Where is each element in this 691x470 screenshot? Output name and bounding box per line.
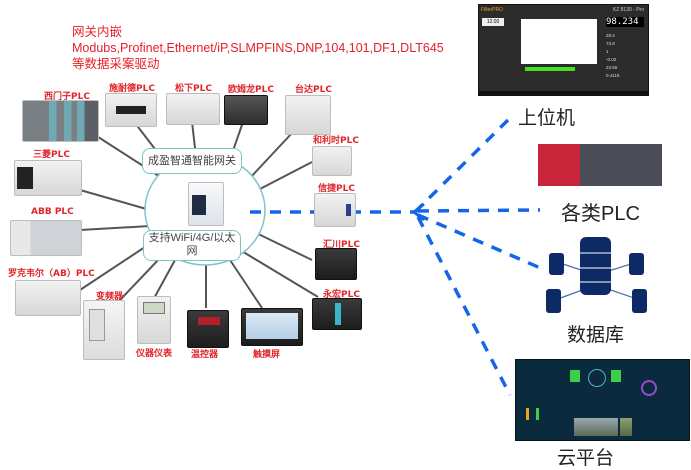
host-computer-screen: FilterPRO KZ 8130 - Pro 12.00 98.234 28.… xyxy=(478,4,649,96)
hub-arrow-icon xyxy=(411,202,425,222)
label-siemens: 西门子PLC xyxy=(44,92,90,102)
temp-controller-image xyxy=(187,310,229,348)
xinje-plc-image xyxy=(314,193,356,227)
label-yonghong: 永宏PLC xyxy=(323,290,360,300)
cloud-donut xyxy=(641,380,657,396)
label-host-computer: 上位机 xyxy=(518,107,576,129)
scada-reading: 0.4119 xyxy=(606,73,620,78)
dash-hub-to-cloud xyxy=(416,216,512,396)
inovance-plc-image xyxy=(315,248,357,280)
label-plc: 各类PLC xyxy=(561,203,640,225)
label-abb: ABB PLC xyxy=(31,207,74,217)
label-mitsubishi: 三菱PLC xyxy=(33,150,70,160)
mitsubishi-plc-image xyxy=(14,160,82,196)
cloud-photo xyxy=(574,418,618,436)
scada-table xyxy=(521,19,597,64)
dash-hub-to-db xyxy=(417,213,546,272)
label-rockwell: 罗克韦尔（AB）PLC xyxy=(8,269,95,279)
scada-reading: 73.8 xyxy=(606,41,615,46)
siemens-plc-image xyxy=(22,100,99,142)
gateway-connectivity-box: 支持WiFi/4G/以太网 xyxy=(143,230,241,261)
scada-main-reading: 98.234 xyxy=(606,17,644,27)
link-abb xyxy=(79,225,151,231)
scada-input: 12.00 xyxy=(482,18,504,26)
scada-reading: -0.02 xyxy=(606,57,617,62)
delta-plc-image xyxy=(285,95,331,135)
label-inverter: 变频器 xyxy=(96,292,124,302)
dash-hub-to-host xyxy=(413,118,510,214)
cloud-dashboard-image xyxy=(515,359,690,441)
scada-brand: FilterPRO xyxy=(481,7,503,13)
rockwell-plc-image xyxy=(15,280,81,316)
cloud-gauge xyxy=(588,369,606,387)
cloud-bar xyxy=(526,408,529,420)
plc-rack-image xyxy=(538,144,662,186)
link-touchscreen xyxy=(229,259,263,309)
cloud-photo xyxy=(620,418,632,436)
scada-taskbar xyxy=(479,91,648,95)
meter-image xyxy=(137,296,171,344)
label-temp-controller: 温控器 xyxy=(191,350,219,360)
cloud-widget xyxy=(611,370,621,382)
touchscreen-image xyxy=(241,308,303,346)
panasonic-plc-image xyxy=(166,93,220,125)
inverter-image xyxy=(83,300,125,360)
label-database: 数据库 xyxy=(567,324,625,346)
gateway-device-image xyxy=(188,182,224,226)
schneider-plc-image xyxy=(105,93,157,127)
label-cloud: 云平台 xyxy=(557,447,615,469)
yonghong-plc-image xyxy=(312,298,362,330)
label-delta: 台达PLC xyxy=(295,85,332,95)
link-yonghong xyxy=(239,249,319,298)
link-inovance xyxy=(249,229,313,261)
link-inverter xyxy=(119,257,161,301)
scada-readings: 28.4 73.8 1 -0.02 23.55 0.4119 xyxy=(606,32,634,80)
label-omron: 欧姆龙PLC xyxy=(228,85,274,95)
omron-plc-image xyxy=(224,95,268,125)
label-meter: 仪器仪表 xyxy=(136,349,173,359)
gateway-name-box: 成盈智通智能网关 xyxy=(142,148,242,174)
dash-hub-to-plc xyxy=(417,208,541,213)
label-panasonic: 松下PLC xyxy=(175,84,212,94)
link-mitsubishi xyxy=(79,189,151,211)
link-meter xyxy=(151,259,176,303)
label-xinje: 信捷PLC xyxy=(318,184,355,194)
scada-model: KZ 8130 - Pro xyxy=(612,7,644,13)
link-rockwell xyxy=(79,244,149,291)
scada-progress xyxy=(525,67,575,71)
abb-plc-image xyxy=(10,220,82,256)
label-schneider: 施耐德PLC xyxy=(109,84,155,94)
cloud-widget xyxy=(570,370,580,382)
scada-reading: 28.4 xyxy=(606,33,615,38)
link-hollysys xyxy=(257,161,313,191)
scada-reading: 1 xyxy=(606,49,609,54)
hollysys-plc-image xyxy=(312,146,352,176)
link-delta xyxy=(249,131,294,179)
label-inovance: 汇川PLC xyxy=(323,240,360,250)
label-hollysys: 和利时PLC xyxy=(313,136,359,146)
protocols-caption: 网关内嵌Modubs,Profinet,Ethernet/iP,SLMPFINS… xyxy=(72,25,444,71)
scada-reading: 23.55 xyxy=(606,65,618,70)
label-touchscreen: 触摸屏 xyxy=(253,350,281,360)
cloud-bar xyxy=(536,408,539,420)
